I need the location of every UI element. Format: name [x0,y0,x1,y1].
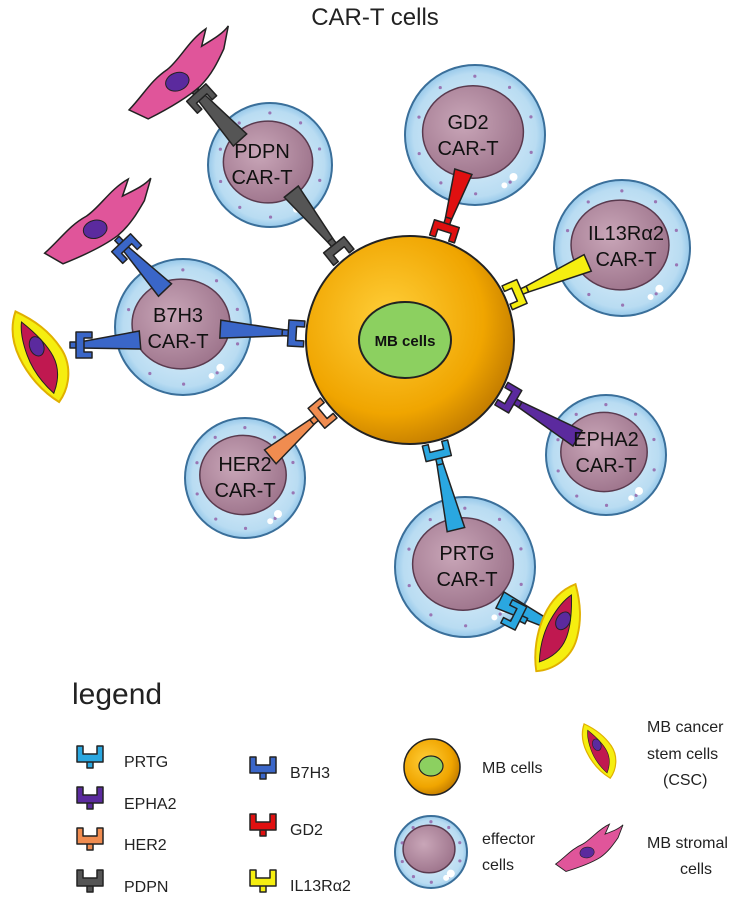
car-t-label-il13ra2-line1: IL13Rα2 [588,223,664,245]
stromal-cells-group [11,25,624,872]
car-t-label-epha2-line1: EPHA2 [573,429,639,451]
legend-shapes [76,738,468,893]
legend-receptor-epha2 [76,786,104,810]
car-t-label-her2-line2: CAR-T [214,480,275,502]
legend-receptor-prtg [76,745,104,769]
car-t-cell-gd2 [404,64,546,206]
antigen-her2-on-mb [307,397,338,429]
antigen-prtg-on-csc [500,598,529,631]
antigen-b7h3-on-csc [69,331,93,359]
antigen-b7h3-on-stromal [110,233,143,265]
car-t-label-b7h3-line2: CAR-T [147,331,208,353]
car-t-label-gd2-line1: GD2 [447,112,488,134]
legend-epha2-label: EPHA2 [124,796,177,813]
legend-receptor-her2 [76,827,104,851]
antigen-il13ra2-on-mb [501,278,530,311]
mb-cells-label: MB cells [375,333,436,350]
antigen-b7h3-on-mb [281,319,306,348]
stromal-cell-top [127,25,230,120]
stromal-cell-left [43,177,152,265]
csc-cell-left [11,310,70,404]
car-t-label-b7h3-line1: B7H3 [153,305,203,327]
car-t-label-pdpn-line2: CAR-T [231,167,292,189]
legend-csc-line2: stem cells [647,746,719,763]
legend-stromal-line1: MB stromal [647,835,728,852]
legend-effector-cell-icon [394,815,468,889]
legend-csc-icon [581,723,617,779]
legend-receptor-col2-2 [249,869,277,893]
car-t-cell-il13ra2 [553,179,691,317]
mb-tumor-nucleus [358,301,452,379]
legend-b7h3-label: B7H3 [290,765,331,782]
legend-her2-label: HER2 [124,837,167,854]
legend-receptor-pdpn [76,869,104,893]
antigen-pdpn-on-mb [322,235,355,267]
legend-prtg-label: PRTG [124,754,169,771]
legend-gd2-label: GD2 [290,822,323,839]
legend-csc-line3: (CSC) [663,772,708,789]
antigen-gd2-on-mb [428,216,461,244]
legend-mb-cells-label: MB cells [482,760,543,777]
legend-pdpn-label: PDPN [124,879,169,896]
legend-receptor-col2-1 [249,813,277,837]
legend-title: legend [72,678,163,711]
diagram-title: CAR-T cells [311,4,439,31]
legend-effector-line1: effector [482,831,536,848]
car-t-cell-epha2 [545,394,667,516]
car-t-label-gd2-line2: CAR-T [437,138,498,160]
car-t-label-epha2-line2: CAR-T [575,455,636,477]
car-t-label-her2-line1: HER2 [218,454,271,476]
car-arm-b7h3 [219,319,286,339]
car-t-label-il13ra2-line2: CAR-T [595,249,656,271]
legend-stromal-line2: cells [680,861,713,878]
car-t-cells-group: PDPNCAR-TGD2CAR-TIL13Rα2CAR-TB7H3CAR-TEP… [69,64,691,638]
csc-cell-bottom [534,582,581,673]
car-t-cell-pdpn [207,102,333,228]
car-t-cell-b7h3 [114,258,252,396]
legend-csc-line1: MB cancer [647,719,724,736]
legend-effector-line2: cells [482,857,515,874]
legend-receptor-col2-0 [249,756,277,780]
car-t-label-pdpn-line1: PDPN [234,141,290,163]
legend-il13ra2-label: IL13Rα2 [290,878,351,895]
car-t-label-prtg-line1: PRTG [439,543,494,565]
antigen-prtg-on-mb [421,439,453,466]
legend-stromal-icon [554,823,624,872]
car-t-label-prtg-line2: CAR-T [436,569,497,591]
antigen-epha2-on-mb [494,381,523,414]
